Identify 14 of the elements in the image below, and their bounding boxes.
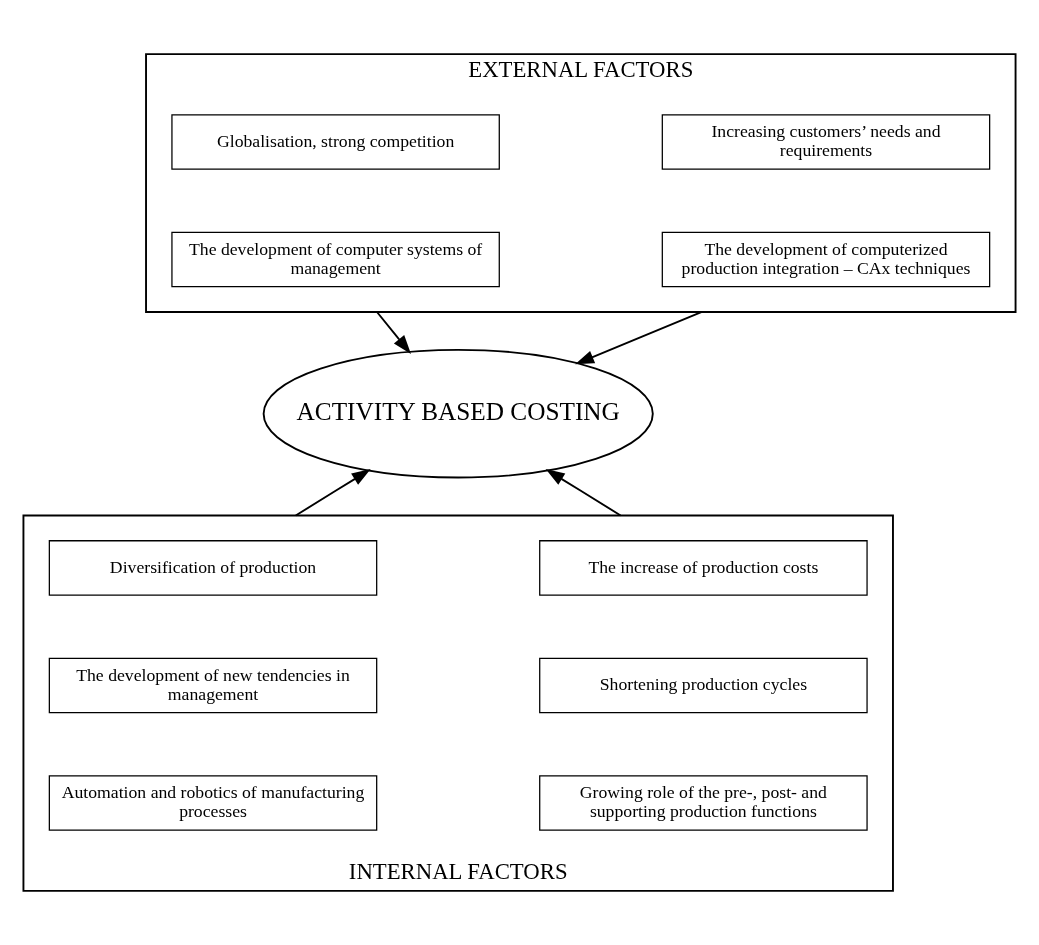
- arrow: [545, 469, 622, 517]
- arrow: [294, 469, 371, 517]
- arrow: [575, 311, 703, 365]
- node-box: Diversification of production: [48, 540, 378, 596]
- node-box: The development of new tendencies in management: [48, 657, 378, 714]
- node-box: The development of computerized production integration – CAx techniques: [661, 231, 991, 288]
- node-box: Shortening production cycles: [539, 657, 868, 714]
- node-box: The increase of production costs: [539, 540, 868, 596]
- node-box: Automation and robotics of manufacturing processes: [48, 775, 378, 831]
- node-box: Globalisation, strong competition: [171, 114, 500, 170]
- node-box: Growing role of the pre-, post- and supporting production functions: [539, 775, 868, 831]
- arrow: [376, 311, 411, 355]
- node-box: Increasing customers’ needs and requirements: [661, 114, 991, 170]
- node-box: The development of computer systems of management: [171, 231, 500, 288]
